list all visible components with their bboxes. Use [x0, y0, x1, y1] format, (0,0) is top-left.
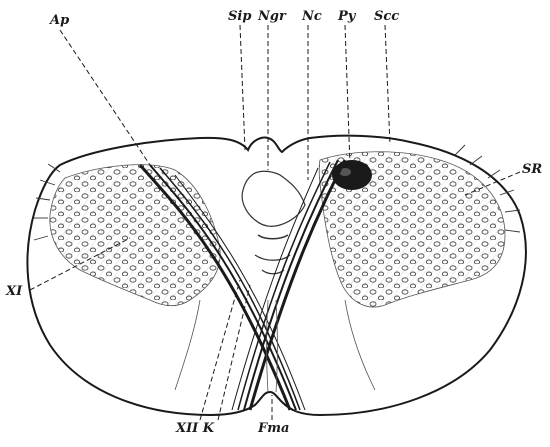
label-fma: Fma — [258, 422, 289, 435]
label-sr: SR — [522, 163, 542, 176]
label-xi: XI — [6, 285, 22, 298]
leader-ap — [60, 30, 150, 165]
label-ap: Ap — [50, 14, 69, 27]
label-scc: Scc — [374, 10, 399, 23]
label-nc: Nc — [302, 10, 322, 23]
label-sip: Sip — [228, 10, 251, 23]
leader-sip — [240, 25, 245, 150]
label-py: Py — [338, 10, 355, 23]
label-xii-k: XII K — [176, 422, 214, 435]
leader-scc — [385, 25, 390, 145]
label-ngr: Ngr — [258, 10, 286, 23]
